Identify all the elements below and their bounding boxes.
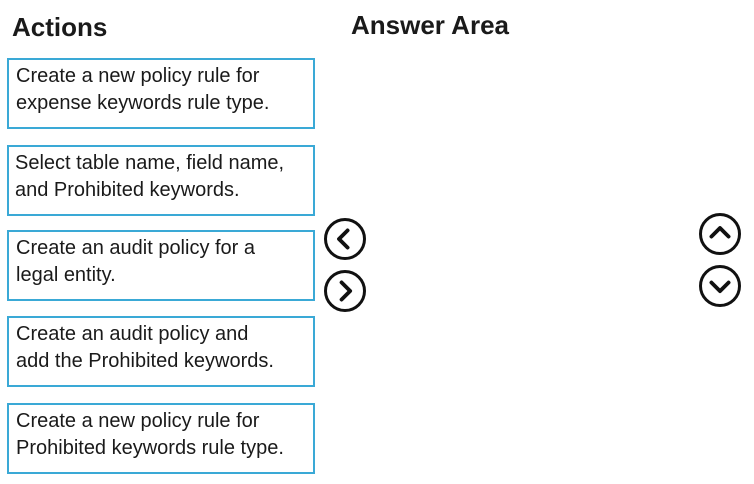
chevron-left-icon [337, 228, 350, 250]
action-item-text: Create an audit policy for a [16, 237, 256, 259]
answer-area-heading: Answer Area [351, 10, 509, 40]
action-item-text: add the Prohibited keywords. [16, 350, 274, 372]
action-item-audit-policy-legal-entity[interactable]: Create an audit policy for a legal entit… [7, 230, 315, 301]
chevron-up-icon [709, 226, 731, 239]
action-item-new-policy-rule-expense[interactable]: Create a new policy rule for expense key… [7, 58, 315, 129]
action-item-text: Select table name, field name, [15, 152, 285, 174]
action-item-text: Prohibited keywords rule type. [16, 437, 284, 459]
action-item-text: Create an audit policy and [16, 323, 249, 345]
action-item-text: Create a new policy rule for [16, 65, 260, 87]
chevron-right-icon [339, 280, 353, 302]
move-down-button[interactable] [699, 265, 741, 307]
move-up-button[interactable] [699, 213, 741, 255]
action-item-text: legal entity. [16, 264, 116, 286]
action-item-text: and Prohibited keywords. [15, 179, 240, 201]
move-right-button[interactable] [324, 270, 366, 312]
action-item-new-policy-rule-prohibited[interactable]: Create a new policy rule for Prohibited … [7, 403, 315, 474]
move-left-button[interactable] [324, 218, 366, 260]
action-item-select-table-field[interactable]: Select table name, field name, and Prohi… [7, 145, 315, 216]
actions-heading: Actions [12, 12, 108, 42]
action-item-audit-policy-keywords[interactable]: Create an audit policy and add the Prohi… [7, 316, 315, 387]
action-item-text: Create a new policy rule for [16, 410, 260, 432]
answer-area[interactable] [351, 50, 681, 470]
chevron-down-icon [709, 280, 731, 294]
action-item-text: expense keywords rule type. [16, 92, 270, 114]
